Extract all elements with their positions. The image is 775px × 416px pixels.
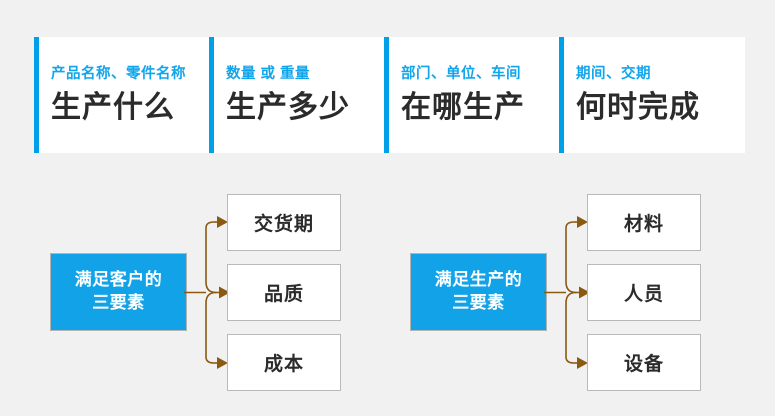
leaf-node-label: 设备 [623,354,664,375]
root-node-line-1: 满足客户的 [74,270,163,290]
root-node-line-1: 满足生产的 [434,270,523,290]
diagram-leaf-node[interactable]: 设备 [587,334,701,391]
header-card-subtitle: 部门、单位、车间 [401,65,521,82]
connector-branch-up [565,228,577,294]
connector-elbow-top [565,221,575,229]
arrowhead-top-icon [577,216,588,228]
arrowhead-mid-icon [219,286,230,299]
leaf-node-label: 成本 [263,354,304,375]
accent-bar-icon [384,37,389,153]
header-card-4[interactable]: 期间、交期 何时完成 [559,37,745,153]
leaf-node-label: 品质 [263,284,304,305]
connector-bracket-production [544,216,590,369]
diagram-leaf-node[interactable]: 交货期 [227,194,341,251]
connector-branch-up [205,228,217,294]
header-card-subtitle: 数量 或 重量 [226,65,311,82]
diagram-leaf-node[interactable]: 材料 [587,194,701,251]
leaf-node-label: 交货期 [253,214,314,235]
diagram-root-node-production[interactable]: 满足生产的 三要素 [410,253,547,331]
root-node-line-2: 三要素 [452,293,505,312]
connector-bracket-customer [184,216,230,369]
accent-bar-icon [209,37,214,153]
header-card-2[interactable]: 数量 或 重量 生产多少 [209,37,384,153]
connector-branch-down [565,291,577,357]
diagram-leaf-node[interactable]: 成本 [227,334,341,391]
connector-elbow-bottom [205,356,215,364]
header-card-subtitle: 产品名称、零件名称 [51,65,186,82]
arrowhead-mid-icon [579,286,590,299]
diagram-group-customer: 满足客户的 三要素 交货期 品质 成本 [44,190,404,395]
arrowhead-top-icon [217,216,228,228]
accent-bar-icon [34,37,39,153]
diagram-leaf-node[interactable]: 品质 [227,264,341,321]
arrowhead-bottom-icon [217,357,228,369]
header-card-strip: 产品名称、零件名称 生产什么 数量 或 重量 生产多少 部门、单位、车间 在哪生… [34,37,745,153]
header-card-subtitle: 期间、交期 [576,65,651,82]
arrowhead-bottom-icon [577,357,588,369]
diagram-leaf-node[interactable]: 人员 [587,264,701,321]
connector-elbow-bottom [565,356,575,364]
header-card-3[interactable]: 部门、单位、车间 在哪生产 [384,37,559,153]
connector-branch-down [205,291,217,357]
header-card-title: 生产多少 [226,91,350,125]
connector-elbow-top [205,221,215,229]
header-card-title: 何时完成 [576,91,700,125]
leaf-node-label: 材料 [623,214,664,235]
diagram-root-node-customer[interactable]: 满足客户的 三要素 [50,253,187,331]
leaf-node-label: 人员 [623,284,664,305]
header-card-title: 生产什么 [51,91,175,125]
root-node-line-2: 三要素 [92,293,145,312]
header-card-title: 在哪生产 [401,91,525,125]
accent-bar-icon [559,37,564,153]
header-card-1[interactable]: 产品名称、零件名称 生产什么 [34,37,209,153]
diagram-group-production: 满足生产的 三要素 材料 人员 设备 [404,190,764,395]
